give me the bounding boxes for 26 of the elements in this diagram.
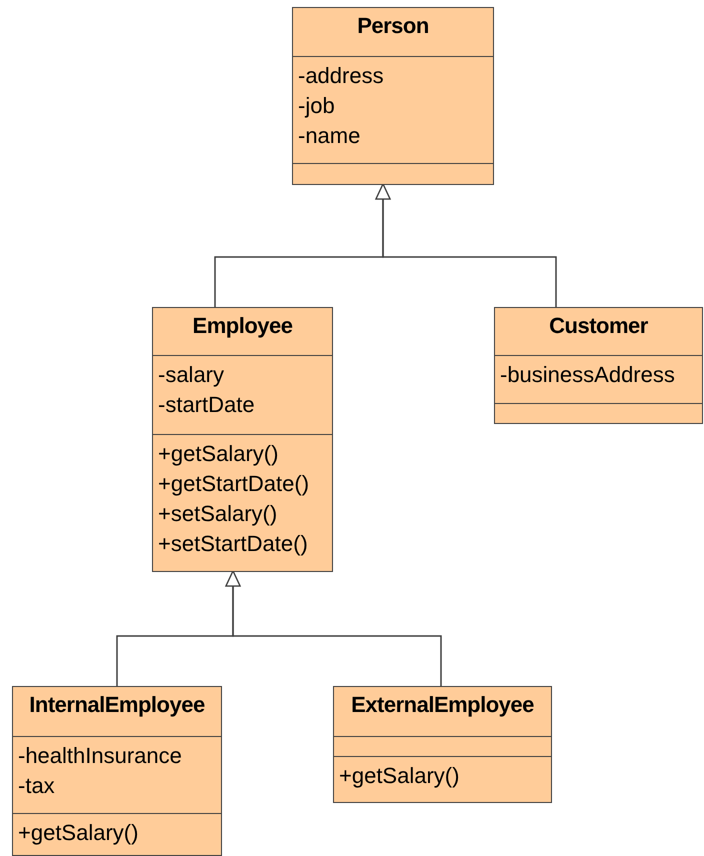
member-text: +getStartDate() [158,470,310,498]
member-text: -address [298,62,384,90]
inheritance-arrow [225,570,442,686]
inheritance-arrow [375,183,557,307]
class-name: Person [357,12,429,40]
member-text: +setSalary() [158,500,278,528]
member-text: +getSalary() [18,819,138,847]
member-text: -healthInsurance [18,742,182,770]
member-text: -name [298,122,360,150]
member-text: -job [298,92,335,120]
class-box [333,686,552,803]
class-name: Employee [192,312,292,340]
member-text: -startDate [158,391,255,419]
class-name: Customer [549,312,648,340]
class-box [494,307,703,424]
member-text: +getSalary() [339,762,460,790]
class-box [292,7,494,185]
member-text: -salary [158,361,224,389]
class-name: InternalEmployee [29,691,205,719]
class-box [12,686,222,856]
member-text: -tax [18,772,55,800]
member-text: -businessAddress [500,361,675,389]
member-text: +setStartDate() [158,530,308,558]
class-box [152,307,333,572]
member-text: +getSalary() [158,440,278,468]
class-name: ExternalEmployee [351,691,534,719]
